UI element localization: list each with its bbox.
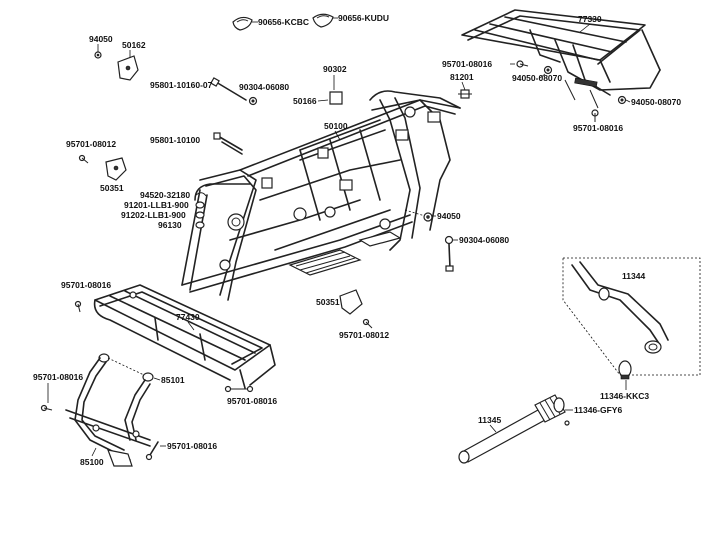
- washer-91202-llb1-900: [195, 211, 205, 219]
- label-85101: 85101: [161, 375, 185, 385]
- label-77430: 77430: [176, 312, 200, 322]
- bolt-95701-08016-f: [145, 441, 159, 461]
- label-95801-10100: 95801-10100: [150, 135, 200, 145]
- intake-pipe-11345: [458, 394, 566, 464]
- label-96130: 96130: [158, 220, 182, 230]
- box-11344: [562, 257, 701, 376]
- label-95701-08016-f: 95701-08016: [167, 441, 217, 451]
- label-90302: 90302: [323, 64, 347, 74]
- bracket-50166: [329, 91, 343, 105]
- label-95701-08016-d: 95701-08016: [227, 396, 277, 406]
- clip-94520-32180: [195, 192, 207, 197]
- nut-94050-a: [94, 51, 102, 59]
- bolt-95701-08016-e: [40, 404, 53, 412]
- label-90304-06080-b: 90304-06080: [459, 235, 509, 245]
- nut-90304-06080-a: [248, 96, 258, 106]
- label-81201: 81201: [450, 72, 474, 82]
- label-11346-gfy6: 11346-GFY6: [574, 405, 622, 415]
- label-50351-b: 50351: [316, 297, 340, 307]
- label-94050-a: 94050: [89, 34, 113, 44]
- bumper-rubber-85101: [98, 353, 154, 382]
- label-50351-a: 50351: [100, 183, 124, 193]
- label-94520-32180: 94520-32180: [140, 190, 190, 200]
- hook-81201: [458, 89, 472, 99]
- clamp-11346-gfy6: [553, 397, 570, 426]
- front-bumper-85100: [65, 357, 151, 467]
- clip-90656-kudu: [312, 13, 334, 28]
- label-85100: 85100: [80, 457, 104, 467]
- label-50166: 50166: [293, 96, 317, 106]
- bolt-95701-08012-b: [362, 318, 373, 329]
- label-94050-08070-b: 94050-08070: [631, 97, 681, 107]
- label-95701-08016-a: 95701-08016: [442, 59, 492, 69]
- bolt-95801-10100: [213, 132, 243, 155]
- bolt-95701-08012-a: [78, 154, 89, 164]
- label-95701-08016-e: 95701-08016: [33, 372, 83, 382]
- bolt-95701-08016-a: [516, 60, 529, 68]
- label-90304-06080-a: 90304-06080: [239, 82, 289, 92]
- label-94050-b: 94050: [437, 211, 461, 221]
- nut-94050-b: [423, 212, 433, 222]
- rear-rack-77330: [461, 9, 661, 109]
- bracket-50351-b: [339, 289, 363, 315]
- main-frame-50100: [181, 90, 461, 301]
- clamp-11346-kkc3: [618, 360, 632, 380]
- label-95701-08012-b: 95701-08012: [339, 330, 389, 340]
- clip-90656-kcbc: [232, 16, 253, 31]
- nut-94050-08070-b: [617, 95, 627, 105]
- label-90656-kcbc: 90656-KCBC: [258, 17, 309, 27]
- bolt-95701-08016-c: [74, 300, 82, 313]
- label-95701-08016-b: 95701-08016: [573, 123, 623, 133]
- collar-96130: [195, 221, 205, 229]
- bolt-90304-06080-b: [444, 235, 454, 272]
- label-95701-08012-a: 95701-08012: [66, 139, 116, 149]
- nut-94050-08070-a: [543, 65, 553, 75]
- label-11345: 11345: [478, 415, 501, 425]
- bracket-50162: [117, 55, 139, 81]
- label-91201-llb1-900: 91201-LLB1-900: [124, 200, 189, 210]
- washer-91201-llb1-900: [195, 201, 205, 209]
- label-91202-llb1-900: 91202-LLB1-900: [121, 210, 186, 220]
- label-11344: 11344: [622, 271, 645, 281]
- label-94050-08070-a: 94050-08070: [512, 73, 562, 83]
- intake-hose-11344: [571, 261, 669, 354]
- bolt-95701-08016-d: [224, 385, 254, 393]
- front-rack-77430: [93, 284, 276, 389]
- bolt-95701-08016-b: [591, 109, 599, 122]
- bolt-95801-10160-07: [210, 77, 247, 101]
- label-11346-kkc3: 11346-KKC3: [600, 391, 649, 401]
- label-95701-08016-c: 95701-08016: [61, 280, 111, 290]
- label-50100: 50100: [324, 121, 348, 131]
- label-50162: 50162: [122, 40, 146, 50]
- label-77330: 77330: [578, 14, 602, 24]
- label-90656-kudu: 90656-KUDU: [338, 13, 389, 23]
- label-95801-10160-07: 95801-10160-07: [150, 80, 213, 90]
- bracket-50351-a: [105, 157, 127, 181]
